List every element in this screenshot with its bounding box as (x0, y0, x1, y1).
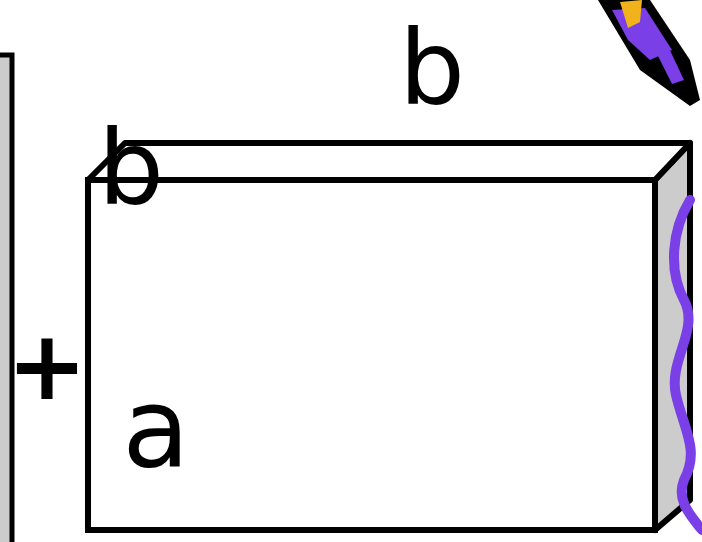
top-face (88, 143, 690, 180)
dimension-label: b (399, 16, 465, 120)
dimension-label: b (98, 116, 164, 220)
dimension-label: + (7, 318, 87, 414)
clipart-pen (598, 0, 700, 106)
decoration-squiggle (674, 200, 702, 530)
dimension-label: a (122, 373, 189, 483)
front-face (88, 180, 655, 530)
side-bar (0, 55, 12, 542)
